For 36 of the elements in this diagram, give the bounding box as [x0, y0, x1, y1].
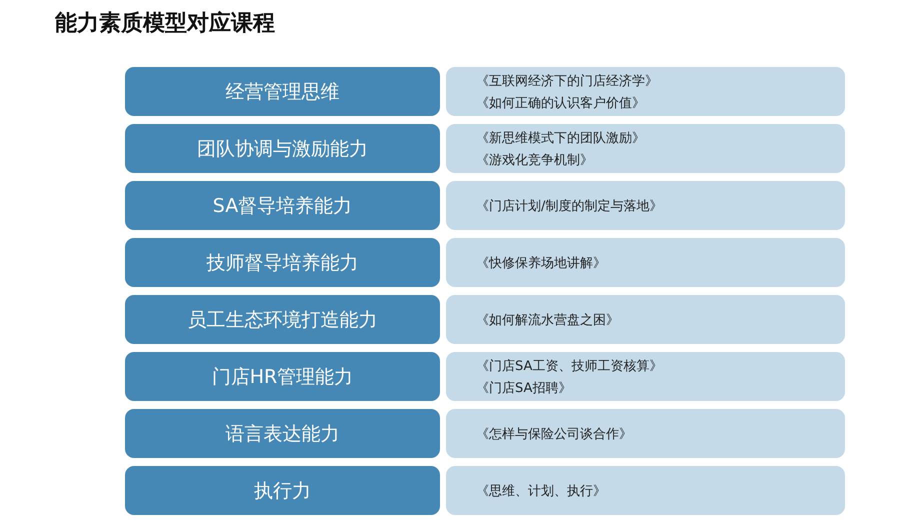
competency-name: 员工生态环境打造能力	[188, 308, 378, 332]
competency-name: 执行力	[254, 478, 311, 504]
course-panel	[446, 352, 845, 401]
course-title: 《如何正确的认识客户价值》	[476, 94, 646, 112]
course-title: 《门店计划/制度的制定与落地》	[476, 198, 664, 214]
course-panel	[446, 67, 845, 116]
course-title: 《思维、计划、执行》	[476, 482, 607, 500]
competency-name: 语言表达能力	[226, 422, 340, 446]
competency-bar	[125, 124, 440, 173]
competency-bar	[125, 295, 440, 344]
course-title: 《互联网经济下的门店经济学》	[476, 72, 659, 90]
course-panel	[446, 409, 845, 458]
course-title: 《门店SA工资、技师工资核算》	[476, 358, 664, 374]
course-title: 《怎样与保险公司谈合作》	[476, 426, 633, 442]
competency-name: SA督导培养能力	[212, 194, 352, 218]
competency-bar	[125, 466, 440, 515]
competency-bar	[125, 67, 440, 116]
course-panel	[446, 124, 845, 173]
competency-name: 团队协调与激励能力	[197, 136, 368, 162]
course-title: 《如何解流水营盘之困》	[476, 312, 620, 328]
competency-name: 技师督导培养能力	[206, 250, 358, 276]
course-panel	[446, 238, 845, 287]
competency-name: 门店HR管理能力	[212, 364, 354, 390]
competency-bar	[125, 238, 440, 287]
course-title: 《门店SA招聘》	[476, 380, 572, 396]
competency-bar	[125, 409, 440, 458]
page-title: 能力素质模型对应课程	[55, 10, 275, 38]
course-panel	[446, 295, 845, 344]
competency-bar	[125, 352, 440, 401]
course-title: 《游戏化竞争机制》	[476, 152, 594, 168]
competency-bar	[125, 181, 440, 230]
course-title: 《新思维模式下的团队激励》	[476, 130, 646, 146]
course-panel	[446, 181, 845, 230]
course-title: 《快修保养场地讲解》	[476, 254, 607, 272]
competency-name: 经营管理思维	[226, 80, 340, 104]
course-panel	[446, 466, 845, 515]
